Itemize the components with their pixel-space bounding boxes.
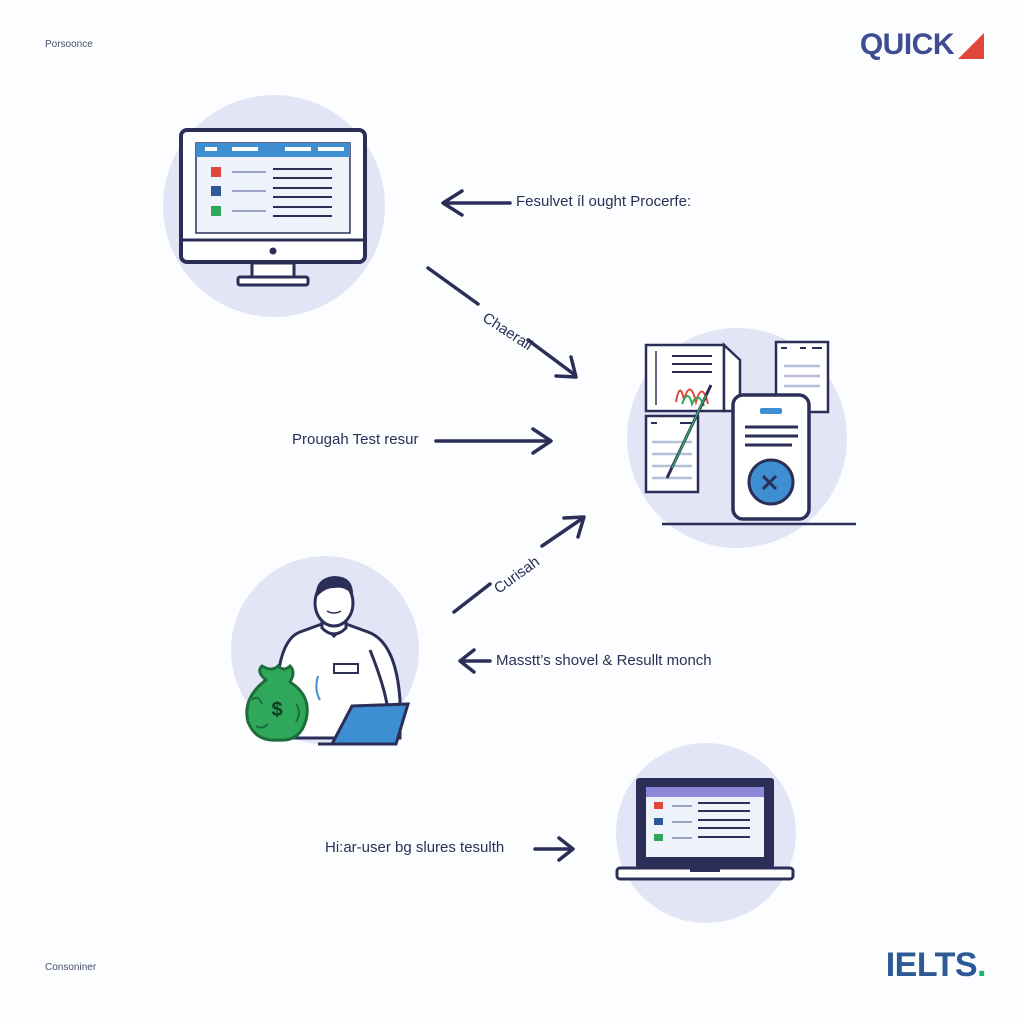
red-flag-icon <box>958 33 984 59</box>
ielts-logo: IELTS. <box>885 946 987 985</box>
quick-logo: QUICK <box>860 28 984 62</box>
top-left-caption: Porsoonce <box>45 39 93 50</box>
label-bottom-left: Hi:ar-user bg slures tesulth <box>325 839 505 856</box>
bottom-left-caption: Consoniner <box>45 962 97 973</box>
label-top-right: Fesulvet íl ought Procerfe: <box>516 193 692 210</box>
quick-logo-text: QUICK <box>859 28 955 61</box>
label-middle-left: Prougah Test resur <box>292 431 419 448</box>
label-lower-right: Masstt’s shovel & Resullt monch <box>496 652 712 669</box>
ielts-logo-dot: . <box>977 946 986 984</box>
ielts-logo-text: IELTS <box>885 946 978 984</box>
svg-text:$: $ <box>271 699 282 721</box>
